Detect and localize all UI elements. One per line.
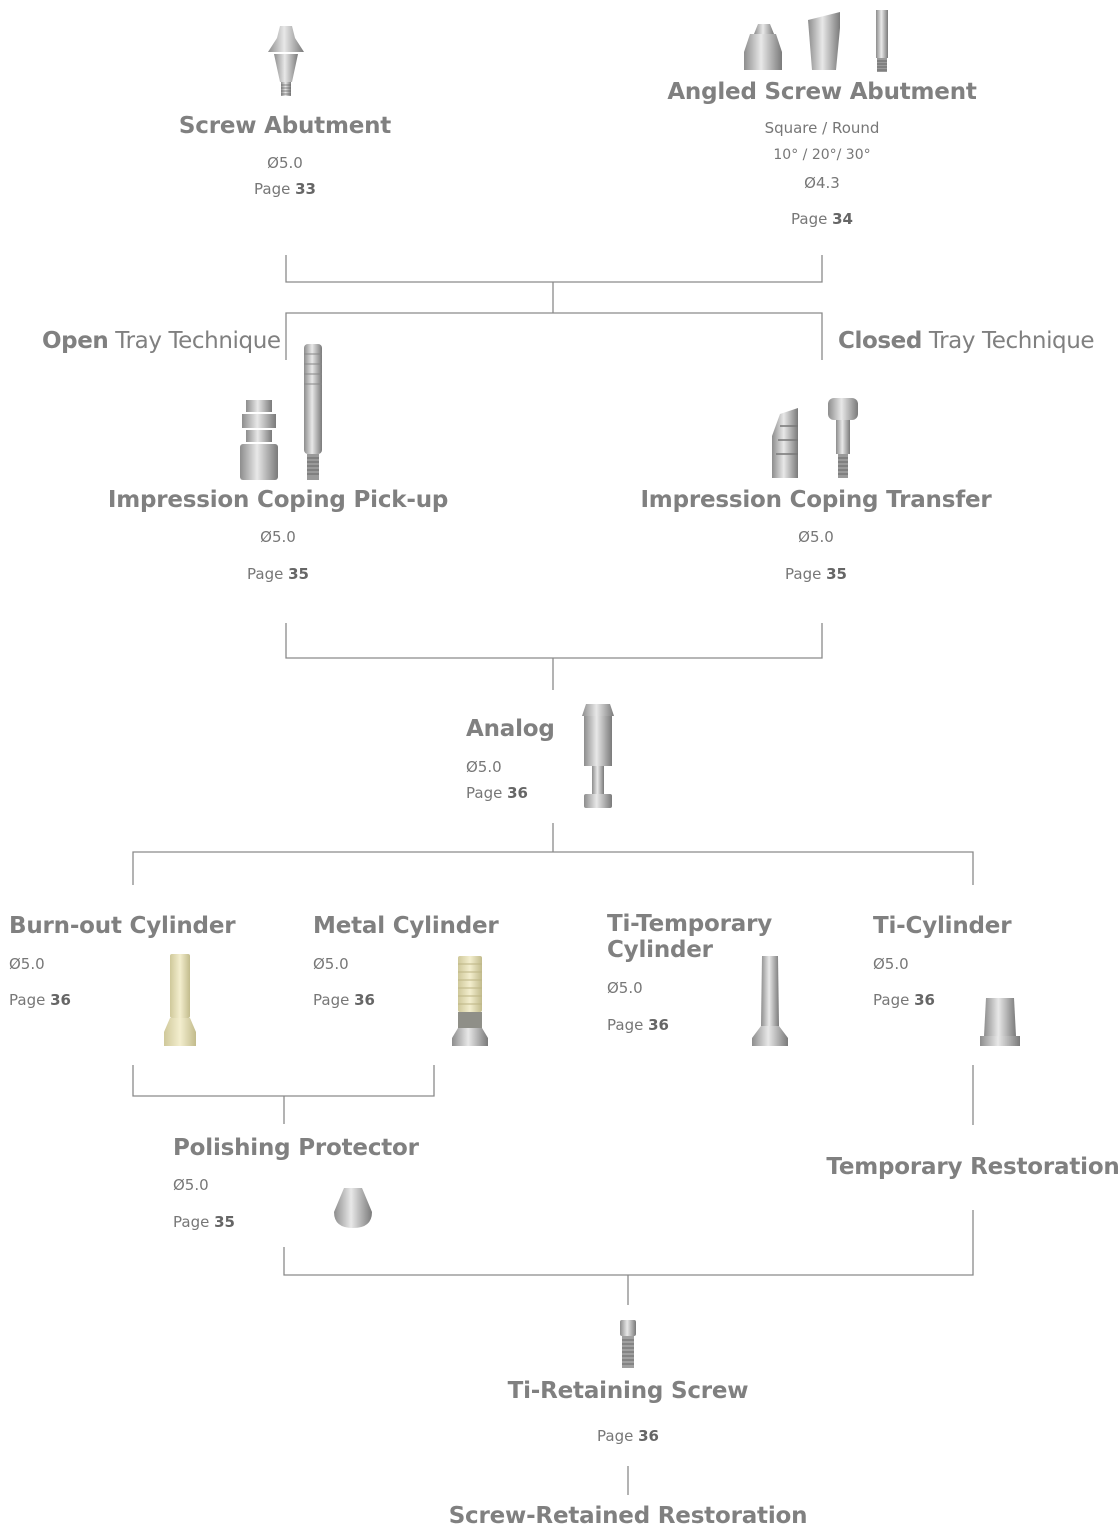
ti-retaining-screw-title: Ti-Retaining Screw: [507, 1378, 749, 1404]
pickup-page: Page 35: [247, 565, 309, 583]
polishing-diameter: Ø5.0: [173, 1176, 209, 1194]
metal-page: Page 36: [313, 991, 375, 1009]
polishing-page: Page 35: [173, 1213, 235, 1231]
metal-title: Metal Cylinder: [313, 913, 499, 939]
impression-coping-pickup-icon: [240, 344, 322, 480]
screw-abutment-diameter: Ø5.0: [267, 154, 303, 172]
open-tray-label: Open Tray Technique: [42, 328, 281, 354]
connector-burnout-metal: [132, 1065, 435, 1097]
ti-temporary-cylinder-icon: [752, 956, 788, 1046]
impression-coping-transfer-icon: [772, 398, 858, 478]
temporary-restoration-title: Temporary Restoration: [826, 1154, 1118, 1180]
screw-abutment-page: Page 33: [254, 180, 316, 198]
pickup-diameter: Ø5.0: [260, 528, 296, 546]
ti-cylinder-page: Page 36: [873, 991, 935, 1009]
transfer-page: Page 35: [785, 565, 847, 583]
screw-abutment-icon: [268, 26, 304, 96]
analog-diameter: Ø5.0: [466, 758, 502, 776]
analog-title: Analog: [466, 716, 555, 742]
connector-abutments: [285, 255, 823, 283]
metal-diameter: Ø5.0: [313, 955, 349, 973]
ti-retaining-screw-icon: [620, 1320, 636, 1368]
metal-cylinder-icon: [452, 956, 488, 1046]
ti-cylinder-icon: [980, 998, 1020, 1046]
connector-trays: [285, 312, 823, 360]
angled-screw-abutment-diameter: Ø4.3: [804, 174, 840, 192]
connector-copings: [285, 623, 823, 659]
closed-tray-label: Closed Tray Technique: [838, 328, 1095, 354]
angled-screw-abutment-icon: [744, 10, 888, 72]
ti-cylinder-diameter: Ø5.0: [873, 955, 909, 973]
angled-screw-abutment-shape: Square / Round: [764, 119, 880, 137]
burnout-page: Page 36: [9, 991, 71, 1009]
connector-cylinders: [132, 851, 974, 885]
analog-icon: [582, 704, 614, 808]
angled-screw-abutment-page: Page 34: [791, 210, 853, 228]
pickup-title: Impression Coping Pick-up: [107, 487, 449, 513]
ti-retaining-screw-page: Page 36: [597, 1427, 659, 1445]
angled-screw-abutment-title: Angled Screw Abutment: [667, 79, 977, 105]
transfer-diameter: Ø5.0: [798, 528, 834, 546]
analog-page: Page 36: [466, 784, 528, 802]
screw-retained-restoration-title: Screw-Retained Restoration: [448, 1503, 808, 1529]
polishing-protector-icon: [334, 1188, 372, 1228]
transfer-title: Impression Coping Transfer: [640, 487, 992, 513]
ti-temporary-page: Page 36: [607, 1016, 669, 1034]
burnout-cylinder-icon: [164, 954, 196, 1046]
connector-final: [283, 1210, 974, 1276]
angled-screw-abutment-angles: 10° / 20°/ 30°: [773, 147, 871, 163]
burnout-title: Burn-out Cylinder: [9, 913, 236, 939]
polishing-title: Polishing Protector: [173, 1135, 419, 1161]
screw-abutment-title: Screw Abutment: [178, 113, 392, 139]
ti-temporary-diameter: Ø5.0: [607, 979, 643, 997]
ti-cylinder-title: Ti-Cylinder: [873, 913, 1012, 939]
burnout-diameter: Ø5.0: [9, 955, 45, 973]
